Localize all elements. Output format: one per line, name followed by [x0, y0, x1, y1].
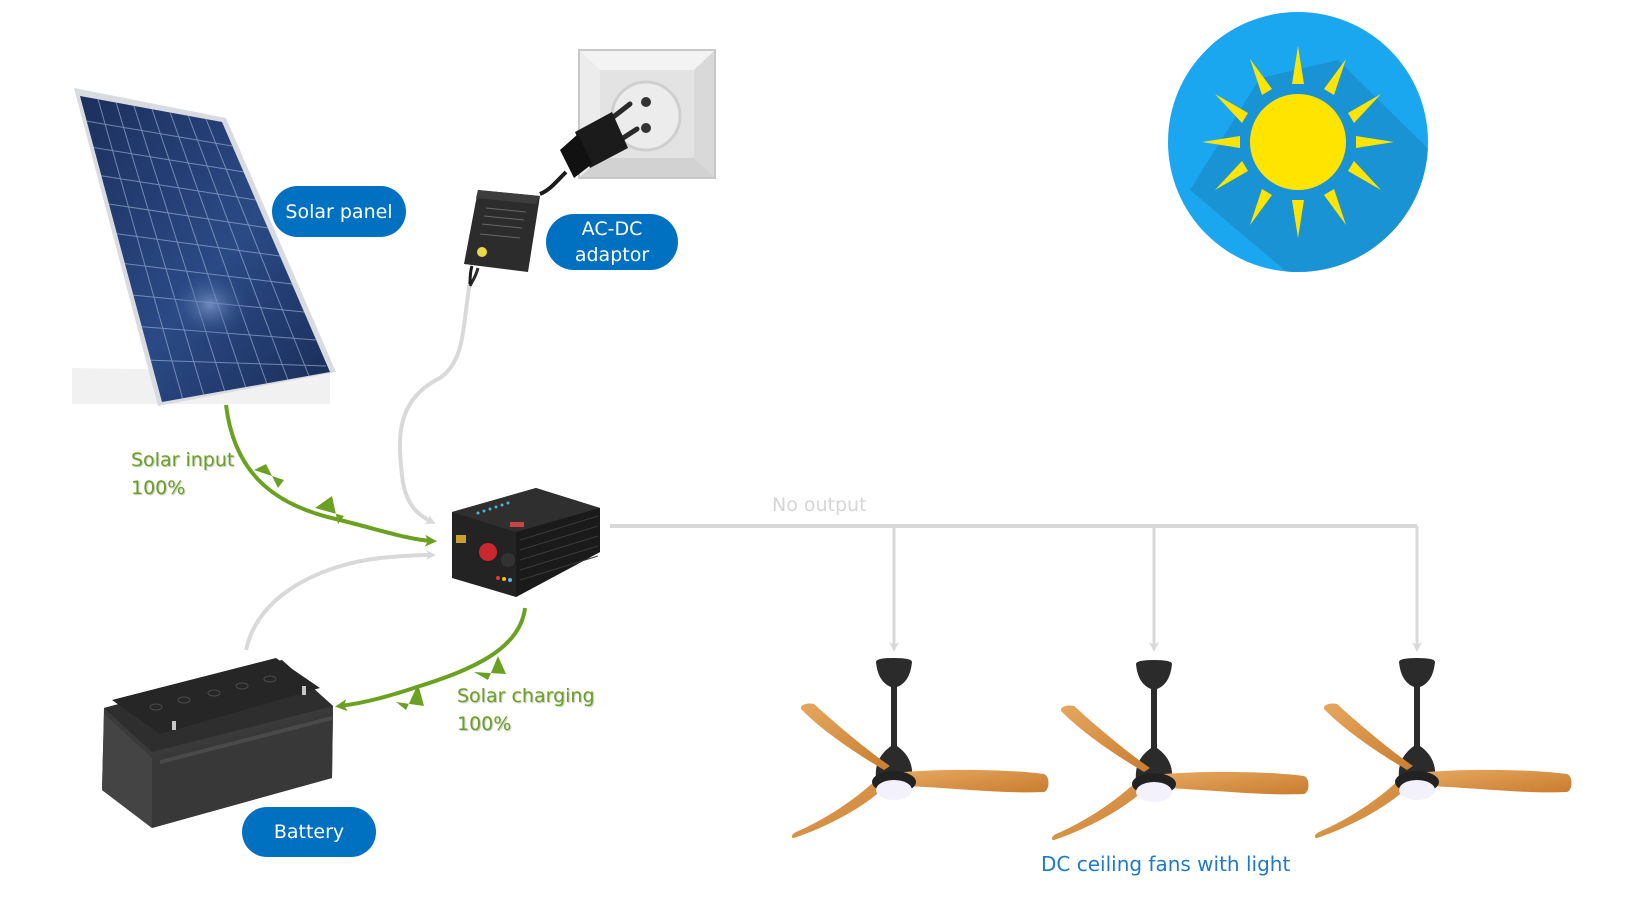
- ac-dc-adaptor-label: AC-DC adaptor: [546, 214, 678, 270]
- adaptor-cable-line: [397, 281, 472, 524]
- battery-discharge-line: [244, 550, 436, 651]
- fans-caption: DC ceiling fans with light: [1041, 852, 1291, 876]
- solar-charging-label: Solar charging 100%: [457, 682, 595, 738]
- ceiling-fan-icon: [791, 658, 1049, 838]
- solar-charging-percentage: 100%: [457, 713, 512, 735]
- ceiling-fan-icon: [1314, 658, 1572, 838]
- no-output-label: No output: [772, 494, 867, 516]
- solar-input-line: [224, 404, 437, 547]
- solar-panel-label: Solar panel: [272, 186, 406, 237]
- solar-input-chevron-2: [315, 496, 344, 524]
- solar-input-label: Solar input 100%: [131, 446, 234, 502]
- solar-charging-line: [335, 607, 527, 712]
- ceiling-fan-icon: [1051, 660, 1309, 840]
- solar-charging-chevron-1: [474, 656, 506, 680]
- solar-charging-chevron-2: [396, 684, 424, 710]
- solar-input-percentage: 100%: [131, 477, 186, 499]
- solar-input-chevron-1: [254, 464, 284, 488]
- battery-label: Battery: [242, 807, 376, 857]
- adaptor-cable-stub: [468, 267, 480, 287]
